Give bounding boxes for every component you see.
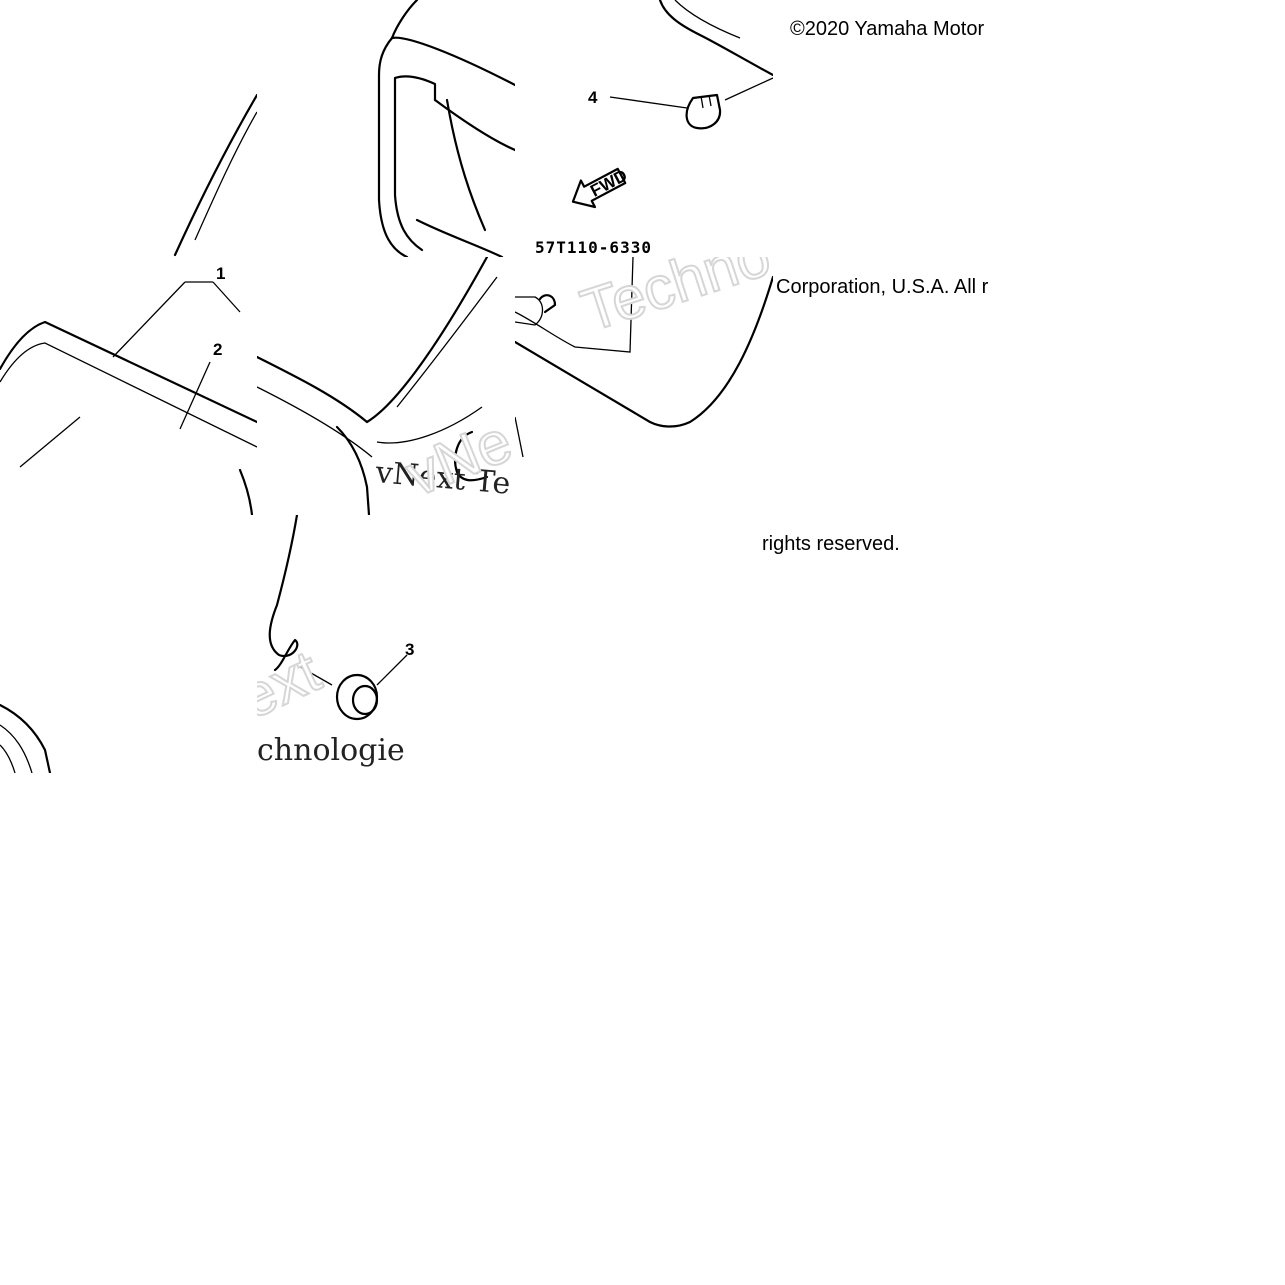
diagram-tile-middle-left: 1 2 — [0, 257, 257, 515]
diagram-tile-middle-right: Techno — [515, 257, 773, 515]
callout-4: 4 — [588, 88, 598, 107]
copyright-line-3: rights reserved. — [762, 532, 942, 556]
watermark-text-3: Techno — [573, 257, 773, 344]
copyright-line-1: ©2020 Yamaha Motor — [790, 17, 1030, 41]
copyright-line-2: Corporation, U.S.A. All r — [776, 275, 1029, 299]
diagram-tile-top-center — [257, 0, 515, 257]
diagram-tile-center: vNext Te vNe — [257, 257, 515, 515]
callout-1: 1 — [216, 264, 225, 283]
fwd-arrow-label: FWD — [587, 166, 630, 201]
watermark-text-5: ext — [257, 637, 330, 732]
diagram-tile-bottom-left — [0, 515, 257, 773]
watermark-text-4: chnologie — [257, 733, 405, 768]
part-number-label: 57T110-6330 — [535, 238, 652, 257]
callout-3: 3 — [405, 640, 414, 659]
diagram-tile-bottom-center: 3 ext chnologie — [257, 515, 515, 773]
diagram-tile-top-left — [0, 0, 257, 257]
callout-2: 2 — [213, 340, 222, 359]
diagram-tile-top-right: FWD 57T110-6330 4 — [515, 0, 773, 257]
